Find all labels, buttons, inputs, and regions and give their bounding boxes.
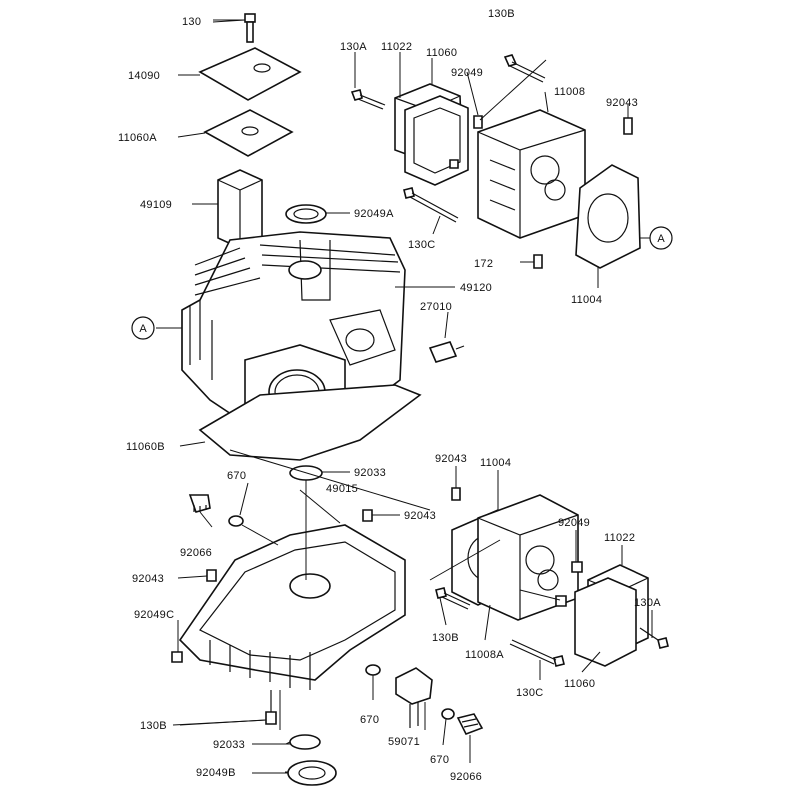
callout-130: 130 (182, 16, 201, 28)
part-pins-92043-top (623, 117, 633, 135)
part-bolt-130a-bottom (639, 627, 669, 649)
callout-92043-mid: 92043 (404, 510, 436, 522)
part-pin-92043-left (206, 569, 217, 582)
reference-marker-a-right-label: A (657, 233, 665, 245)
callout-11060a: 11060A (118, 132, 157, 144)
callout-670-top: 670 (227, 470, 246, 482)
callout-11022-top: 11022 (381, 41, 412, 53)
part-filter-49109 (217, 169, 263, 249)
callout-92049a: 92049A (354, 208, 394, 220)
part-gasket-11060a (203, 109, 294, 157)
callout-130c-top: 130C (408, 239, 436, 251)
callout-92033-top: 92033 (354, 467, 386, 479)
part-bolt-130c-bottom (509, 639, 565, 667)
callout-670-mid: 670 (360, 714, 379, 726)
callout-130a-bottom: 130A (634, 597, 661, 609)
part-breather-cover-14090 (198, 47, 302, 101)
callout-92049b: 92049B (196, 767, 236, 779)
part-bolt-130a-top (350, 89, 386, 110)
callout-11060-bottom: 11060 (564, 678, 595, 690)
reference-marker-a-left: A (131, 316, 155, 340)
callout-59071: 59071 (388, 736, 420, 748)
callout-130b-bottom: 130B (140, 720, 167, 732)
callout-92066-left: 92066 (180, 547, 212, 559)
part-oring-670-bottom-left (365, 664, 381, 676)
part-ring-92049c (171, 651, 183, 663)
reference-marker-a-right: A (649, 226, 673, 250)
callout-92049-top: 92049 (451, 67, 483, 79)
part-gasket-11060-bottom (574, 577, 637, 667)
part-bolt-130b-right (435, 587, 471, 610)
callout-11022-bottom: 11022 (604, 532, 635, 544)
callout-49109: 49109 (140, 199, 172, 211)
callout-11008a: 11008A (465, 649, 504, 661)
callout-14090: 14090 (128, 70, 160, 82)
callout-92066-bottom: 92066 (450, 771, 482, 783)
callout-11008: 11008 (554, 86, 585, 98)
part-ring-92049-bottom (555, 561, 583, 607)
part-gasket-11060b (198, 384, 422, 461)
part-oil-seal-92049a (285, 204, 327, 224)
callout-172: 172 (474, 258, 493, 270)
callout-11060-top: 11060 (426, 47, 457, 59)
part-switch-27010 (428, 341, 465, 363)
part-bolt-130 (244, 13, 256, 43)
part-cylinder-head-11008 (477, 109, 586, 239)
part-bolt-130b-bottom (265, 690, 277, 725)
part-ring-92049-top (449, 115, 483, 169)
part-oring-670-left (228, 515, 244, 527)
part-bolt-130c-top (403, 187, 459, 223)
callout-49120: 49120 (460, 282, 492, 294)
callout-92033-bottom: 92033 (213, 739, 245, 751)
callout-92043-left: 92043 (132, 573, 164, 585)
part-plug-92066-bottom (456, 713, 484, 736)
reference-marker-a-left-label: A (139, 323, 147, 335)
callout-130c-bottom: 130C (516, 687, 544, 699)
callout-27010: 27010 (420, 301, 452, 313)
callout-92049-bottom: 92049 (558, 517, 590, 529)
callout-92049c: 92049C (134, 609, 174, 621)
part-oring-92033-bottom (289, 734, 321, 750)
callout-670-bottom: 670 (430, 754, 449, 766)
callout-49015: 49015 (326, 483, 358, 495)
part-pin-92043-right (451, 487, 461, 501)
part-filter-59071 (395, 667, 433, 728)
part-seal-92049b (287, 760, 337, 786)
part-head-gasket-11004-top (575, 164, 641, 269)
callout-11004-top: 11004 (571, 294, 602, 306)
part-gasket-11060-top (404, 95, 469, 186)
callout-11060b: 11060B (126, 441, 165, 453)
callout-92043-mid-top: 92043 (435, 453, 467, 465)
callout-92043-top: 92043 (606, 97, 638, 109)
callout-130a-top: 130A (340, 41, 367, 53)
part-stud-172 (533, 254, 543, 269)
part-oring-670-bottom (441, 708, 455, 720)
part-pin-92043-mid (362, 509, 373, 522)
callout-130b-right: 130B (432, 632, 459, 644)
part-cylinder-head-11008a (477, 494, 579, 621)
part-bolt-130b-top (503, 54, 546, 83)
part-crankcase-cover-49015 (178, 524, 406, 690)
callout-11004-bottom: 11004 (480, 457, 511, 469)
callout-130b-top: 130B (488, 8, 515, 20)
part-plug-92066-left (188, 494, 211, 513)
